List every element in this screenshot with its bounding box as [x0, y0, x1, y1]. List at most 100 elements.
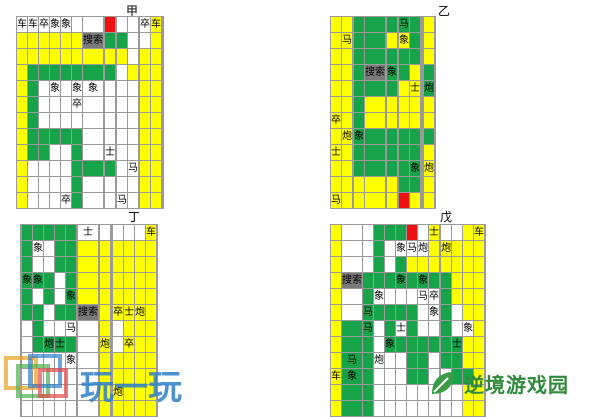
board-cell — [364, 96, 386, 113]
board-cell — [462, 224, 474, 241]
board-cell — [362, 224, 374, 241]
board-cell — [406, 400, 418, 417]
board-cell — [398, 96, 410, 113]
board-cell — [60, 64, 72, 81]
piece: 卒 — [71, 96, 83, 113]
board-cell — [409, 32, 421, 49]
piece: 马 — [127, 160, 139, 177]
board-cell — [330, 256, 342, 273]
board-cell — [451, 304, 463, 321]
board-cell — [112, 320, 124, 337]
board-cell — [353, 48, 365, 65]
board-cell — [21, 240, 33, 257]
board-cell — [43, 256, 55, 273]
board-cell — [362, 384, 374, 401]
board-cell — [462, 304, 474, 321]
board-cell — [417, 304, 429, 321]
board-cell — [434, 192, 436, 209]
board-cell — [43, 224, 55, 241]
board-cell — [409, 64, 421, 81]
piece: 炮 — [417, 240, 429, 257]
board-cell — [384, 240, 396, 257]
board-cell — [116, 64, 128, 81]
board-row: 车车卒象象卒车 — [16, 16, 164, 33]
board-cell — [156, 272, 158, 289]
board-cell — [384, 320, 396, 337]
piece: 士 — [395, 320, 407, 337]
board-cell — [77, 336, 99, 353]
board-cell — [462, 240, 474, 257]
search-marker: 搜索 — [82, 32, 104, 49]
board-cell — [32, 288, 44, 305]
board-title: 戊 — [440, 210, 453, 224]
board-cell — [71, 144, 83, 161]
board-cell — [139, 96, 151, 113]
board-cell — [373, 272, 385, 289]
board-cell — [134, 272, 146, 289]
piece: 象 — [428, 304, 440, 321]
board-cell — [156, 224, 158, 241]
board-cell — [99, 256, 111, 273]
board-cell — [49, 192, 61, 209]
piece: 象 — [417, 272, 429, 289]
board-cell — [139, 80, 151, 97]
board-cell — [384, 256, 396, 273]
board-cell — [27, 176, 39, 193]
board-cell — [82, 192, 104, 209]
board-cell — [384, 352, 396, 369]
board-cell — [27, 64, 39, 81]
board-cell — [71, 64, 83, 81]
board-title: 乙 — [438, 4, 451, 18]
board-cell — [398, 192, 410, 209]
board-cell — [398, 112, 410, 129]
board-cell — [127, 32, 139, 49]
piece: 炮 — [341, 128, 353, 145]
board-cell — [104, 128, 116, 145]
board-cell — [386, 16, 398, 33]
board-cell — [54, 320, 66, 337]
board-cell — [49, 144, 61, 161]
board-cell — [162, 64, 164, 81]
board-cell — [162, 128, 164, 145]
board-cell — [139, 64, 151, 81]
board-cell — [104, 80, 116, 97]
board-cell — [353, 16, 365, 33]
board-cell — [71, 32, 83, 49]
board-cell — [451, 272, 463, 289]
board-cell — [423, 128, 435, 145]
board-cell — [417, 336, 429, 353]
board-cell — [49, 64, 61, 81]
board-cell — [330, 160, 342, 177]
board-cell — [16, 32, 28, 49]
board-cell — [423, 144, 435, 161]
board-cell — [43, 288, 55, 305]
board-cell — [150, 192, 162, 209]
board-cell — [384, 368, 396, 385]
board-row: 炮象 — [330, 128, 436, 145]
piece: 象 — [373, 288, 385, 305]
board-cell — [409, 112, 421, 129]
board-cell — [32, 224, 44, 241]
board-cell — [77, 320, 99, 337]
board-row: 搜索卒士炮 — [20, 304, 158, 321]
board-cell — [398, 176, 410, 193]
board-cell — [123, 288, 135, 305]
board-cell — [71, 16, 83, 33]
board-cell — [38, 80, 50, 97]
piece: 马 — [341, 32, 353, 49]
board-cell — [384, 272, 396, 289]
board-cell — [127, 48, 139, 65]
board-cell — [54, 304, 66, 321]
piece: 炮 — [134, 304, 146, 321]
board-row: 卒马 — [16, 192, 164, 209]
piece: 炮 — [43, 336, 55, 353]
board-cell — [54, 240, 66, 257]
piece: 士 — [451, 336, 463, 353]
board-cell — [417, 256, 429, 273]
board-cell — [112, 240, 124, 257]
board-cell — [77, 240, 99, 257]
board-cell — [423, 176, 435, 193]
board-row — [16, 112, 164, 129]
board-cell — [127, 64, 139, 81]
board-cell — [423, 96, 435, 113]
